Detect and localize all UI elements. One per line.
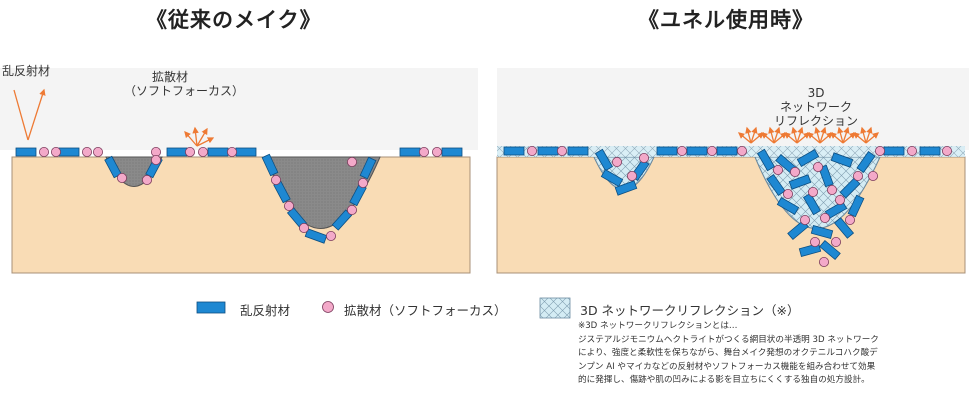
footnote-line: ンプン AI やマイカなどの反射材やソフトフォーカス機能を組み合わせて効果 <box>578 361 963 375</box>
reflect-plate <box>717 147 737 155</box>
footnote-line: ※3D ネットワークリフレクションとは… <box>578 320 963 334</box>
reflect-plate <box>400 148 420 156</box>
diffuse-bead <box>737 146 746 155</box>
diffuse-bead <box>810 237 819 246</box>
diffuse-bead <box>773 165 782 174</box>
reflect-plate <box>16 148 36 156</box>
network-label-line1: 3D <box>806 86 826 100</box>
footnote-line: 的に発揮し、傷跡や肌の凹みによる影を目立ちにくくする独自の処方設計。 <box>578 374 963 388</box>
diffuse-bead <box>612 157 621 166</box>
legend-diffuse-text: 拡散材（ソフトフォーカス） <box>344 300 507 319</box>
diffuse-bead <box>639 153 648 162</box>
diffuse-bead <box>835 195 844 204</box>
diffuse-bead <box>347 205 356 214</box>
diffuse-bead <box>347 157 356 166</box>
reflect-plate <box>59 148 79 156</box>
right-skin <box>497 157 965 273</box>
diffuse-bead <box>198 147 207 156</box>
diffuse-bead <box>875 146 884 155</box>
legend-network-text: 3D ネットワークリフレクション（※） <box>580 300 800 319</box>
reflect-plate <box>208 148 228 156</box>
left-background-band <box>0 68 478 150</box>
network-label-line3: リフレクション <box>766 114 866 128</box>
diffuse-bead <box>845 215 854 224</box>
diffuse-bead <box>151 155 160 164</box>
diffuse-bead <box>827 185 836 194</box>
reflect-plate <box>687 147 707 155</box>
footnote: ※3D ネットワークリフレクションとは… ジステアルジモニウムヘクトライトがつく… <box>578 320 963 388</box>
reflect-plate <box>504 147 524 155</box>
right-background-band <box>497 68 969 150</box>
footnote-line: ジステアルジモニウムヘクトライトがつくる網目状の半透明 3D ネットワーク <box>578 334 963 348</box>
diffuse-bead <box>271 175 280 184</box>
diffuse-bead <box>808 187 817 196</box>
diffuse-bead <box>907 146 916 155</box>
diffuse-bead <box>326 231 335 240</box>
network-label-line2: ネットワーク <box>774 100 858 114</box>
diffuse-bead <box>783 189 792 198</box>
legend-diffuse-swatch <box>323 302 334 313</box>
legend-network-swatch <box>540 298 570 318</box>
left-skin <box>12 157 470 273</box>
diffuse-bead <box>790 167 799 176</box>
diffuse-bead <box>358 178 367 187</box>
diffuse-bead <box>432 147 441 156</box>
diffuse-bead <box>142 175 151 184</box>
reflect-plate <box>884 147 904 155</box>
diffuse-bead <box>942 146 951 155</box>
diffuse-bead <box>868 171 877 180</box>
diffuse-material-label: 拡散材 <box>152 70 188 84</box>
reflect-plate <box>920 147 940 155</box>
legend-reflect-swatch <box>197 302 225 313</box>
diffuse-bead <box>284 201 293 210</box>
reflect-material-label: 乱反射材 <box>2 64 50 78</box>
diffuse-material-sublabel: （ソフトフォーカス） <box>124 84 244 98</box>
diffuse-bead <box>627 171 636 180</box>
diffuse-bead <box>299 223 308 232</box>
diffuse-bead <box>557 146 566 155</box>
reflect-plate <box>568 147 588 155</box>
diffuse-bead <box>800 215 809 224</box>
reflect-plate <box>657 147 677 155</box>
reflect-plate <box>236 148 256 156</box>
diffuse-bead <box>39 147 48 156</box>
legend-reflect-text: 乱反射材 <box>240 300 290 319</box>
diffuse-bead <box>117 173 126 182</box>
diffuse-bead <box>82 147 91 156</box>
diffuse-bead <box>527 146 536 155</box>
diffuse-bead <box>419 147 428 156</box>
diffuse-bead <box>813 162 822 171</box>
diffuse-bead <box>831 237 840 246</box>
diffuse-bead <box>677 146 686 155</box>
diffuse-bead <box>820 213 829 222</box>
diffuse-bead <box>819 257 828 266</box>
diffuse-bead <box>93 147 102 156</box>
diffuse-bead <box>853 171 862 180</box>
diffuse-bead <box>185 147 194 156</box>
diffuse-bead <box>227 147 236 156</box>
reflect-plate <box>538 147 558 155</box>
footnote-line: により、強度と柔軟性を保ちながら、舞台メイク発想のオクテニルコハク酸デ <box>578 347 963 361</box>
diffuse-bead <box>707 146 716 155</box>
reflect-plate <box>167 148 187 156</box>
diffuse-bead <box>51 147 60 156</box>
reflect-plate <box>442 148 462 156</box>
